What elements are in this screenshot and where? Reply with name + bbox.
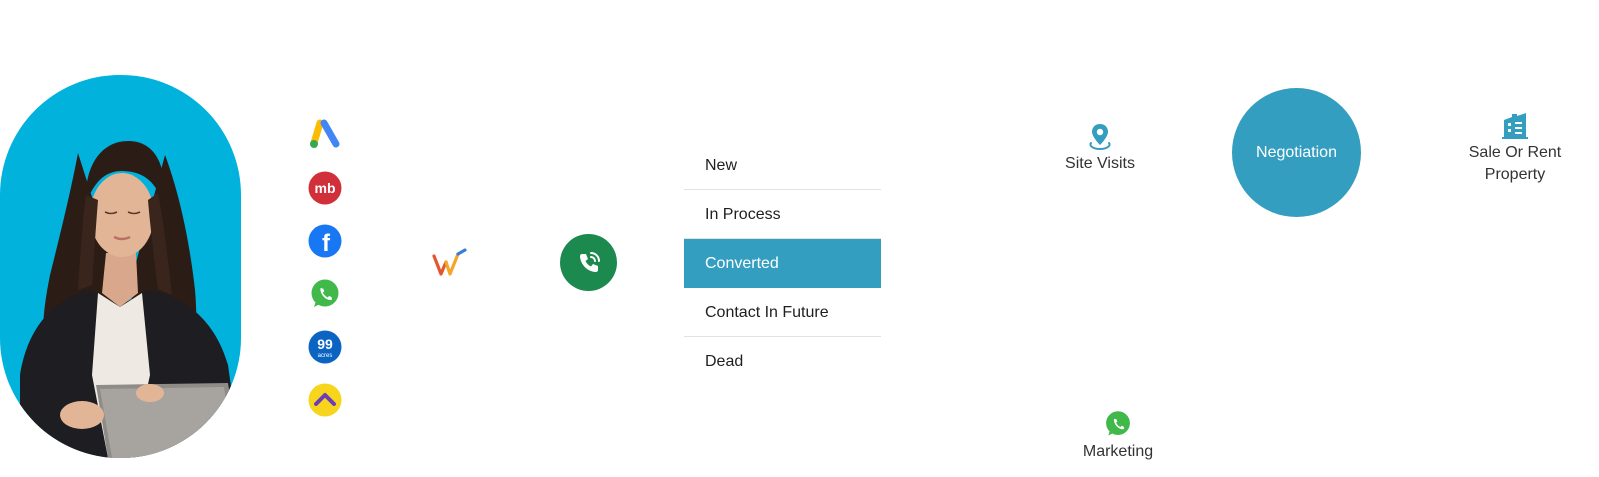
whatsapp-icon <box>1106 411 1130 436</box>
sale-rent-label-line2: Property <box>1484 166 1546 183</box>
site-visits-label: Site Visits <box>1065 155 1135 172</box>
svg-text:f: f <box>322 230 331 257</box>
status-dead[interactable]: Dead <box>705 353 744 370</box>
magicbricks-icon[interactable]: mb <box>308 171 342 205</box>
status-in-process[interactable]: In Process <box>684 190 881 239</box>
status-contact-in-future[interactable]: Contact In Future <box>684 288 881 337</box>
agent-portrait <box>0 75 241 458</box>
status-converted[interactable]: Converted <box>684 239 881 288</box>
housing-icon[interactable] <box>308 383 342 417</box>
svg-text:mb: mb <box>315 180 336 196</box>
negotiation-label: Negotiation <box>1256 143 1337 161</box>
status-new[interactable]: New <box>684 141 881 190</box>
location-pin-icon <box>1089 124 1111 151</box>
svg-text:99: 99 <box>317 336 333 352</box>
agent-illustration <box>20 141 241 458</box>
marketing-label: Marketing <box>1082 443 1154 460</box>
svg-text:acres: acres <box>318 353 333 359</box>
sale-rent-label-line1: Sale Or Rent <box>1468 144 1562 161</box>
marketing-node[interactable]: Marketing <box>1068 409 1168 463</box>
negotiation-node[interactable]: Negotiation <box>1232 88 1361 217</box>
99acres-icon[interactable]: 99 acres <box>308 330 342 364</box>
sale-rent-node[interactable]: Sale Or Rent Property <box>1450 110 1580 186</box>
phone-icon <box>579 251 600 272</box>
lead-status-list: New In Process Converted Contact In Futu… <box>684 141 881 386</box>
agent-portrait-background <box>0 75 241 458</box>
call-button[interactable] <box>560 234 617 291</box>
building-icon <box>1502 113 1528 139</box>
facebook-icon[interactable]: f <box>308 224 342 258</box>
whatsapp-icon[interactable] <box>308 277 342 311</box>
lead-sources: mb f 99 acres <box>308 118 342 417</box>
site-visits-node[interactable]: Site Visits <box>1050 121 1150 175</box>
w-logo-icon <box>432 248 467 276</box>
google-ads-icon[interactable] <box>308 118 342 152</box>
